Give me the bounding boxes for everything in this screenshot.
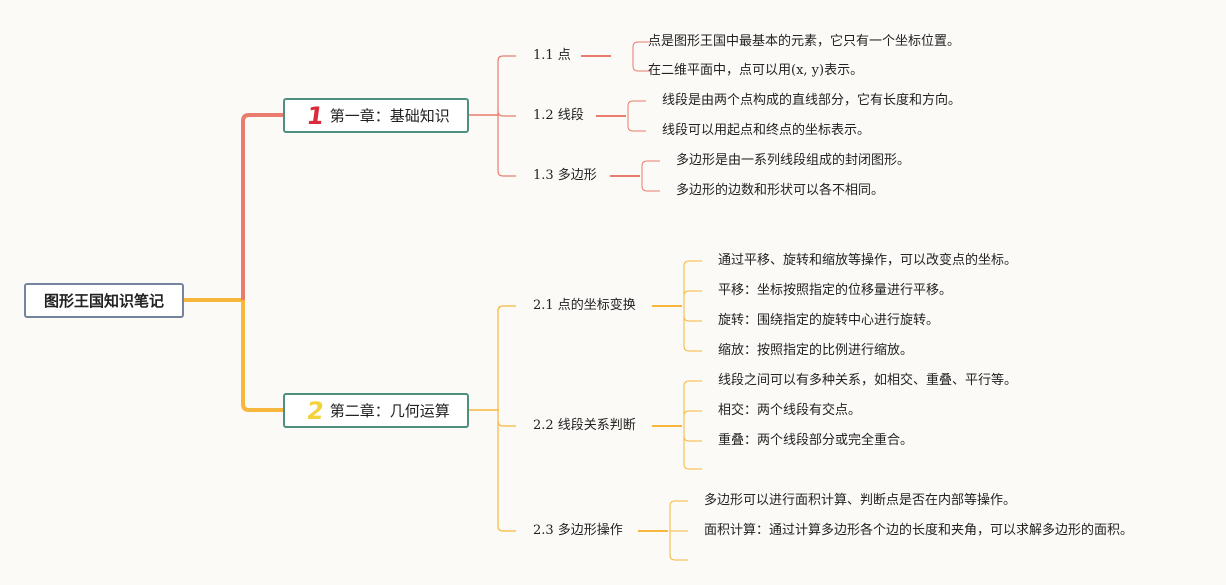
section-label[interactable]: 1.2 线段 [533,108,584,123]
leaf-1-0-3-elbow [683,345,702,352]
chapter-2-node[interactable]: 2 第二章：几何运算 [283,393,469,428]
leaf-note[interactable]: 线段是由两个点构成的直线部分，它有长度和方向。 [662,93,962,108]
chapter-1-number-icon: 1 [305,101,326,130]
leaf-note[interactable]: 多边形可以进行面积计算、判断点是否在内部等操作。 [704,493,1017,508]
leaf-note[interactable]: 多边形是由一系列线段组成的封闭图形。 [676,153,911,168]
chapter-2-number-icon: 2 [305,396,326,425]
section-label[interactable]: 2.3 多边形操作 [533,523,623,538]
section-0-0-elbow [497,55,516,62]
leaf-note[interactable]: 在二维平面中，点可以用(x, y)表示。 [648,63,864,78]
section-label[interactable]: 1.3 多边形 [533,168,597,183]
leaf-note[interactable]: 平移：坐标按照指定的位移量进行平移。 [718,283,953,298]
section-label[interactable]: 2.2 线段关系判断 [533,418,636,433]
leaf-1-0-2-elbow [683,315,702,322]
leaf-1-1-0-elbow [683,380,702,387]
leaf-note[interactable]: 旋转：围绕指定的旋转中心进行旋转。 [718,313,940,328]
leaf-1-0-1-elbow [683,290,702,297]
leaf-note[interactable]: 通过平移、旋转和缩放等操作，可以改变点的坐标。 [718,253,1018,268]
section-label[interactable]: 2.1 点的坐标变换 [533,298,636,313]
leaf-note[interactable]: 多边形的边数和形状可以各不相同。 [676,183,885,198]
trunk-to-chapter-2-line [241,300,283,412]
leaf-1-2-0-elbow [669,500,688,507]
leaf-1-1-2-elbow [683,435,702,442]
trunk-to-chapter-1-line [241,113,283,300]
leaf-1-0-0-elbow [683,260,702,267]
leaf-note[interactable]: 点是图形王国中最基本的元素，它只有一个坐标位置。 [648,34,961,49]
leaf-0-2-1-elbow [641,185,660,192]
leaf-note[interactable]: 线段可以用起点和终点的坐标表示。 [662,123,871,138]
section-1-0-elbow [497,305,516,312]
section-label[interactable]: 1.1 点 [533,48,571,63]
leaf-note[interactable]: 缩放：按照指定的比例进行缩放。 [718,343,914,358]
root-node[interactable]: 图形王国知识笔记 [24,283,184,318]
leaf-0-1-0-elbow [627,100,646,107]
leaf-0-1-1-elbow [627,125,646,132]
leaf-note[interactable]: 面积计算：通过计算多边形各个边的长度和夹角，可以求解多边形的面积。 [704,523,1134,538]
section-1-1-elbow [497,420,516,427]
leaf-1-1-3-elbow [683,463,702,470]
leaf-1-2-2-elbow [669,554,688,561]
section-0-1-elbow [497,110,516,117]
root-title: 图形王国知识笔记 [43,292,164,310]
chapter-1-node[interactable]: 1 第一章：基础知识 [283,98,469,133]
leaf-0-2-0-elbow [641,160,660,167]
leaf-note[interactable]: 线段之间可以有多种关系，如相交、重叠、平行等。 [718,373,1018,388]
leaf-note[interactable]: 重叠：两个线段部分或完全重合。 [718,433,914,448]
leaf-note[interactable]: 相交：两个线段有交点。 [718,403,862,418]
leaf-1-1-1-elbow [683,410,702,417]
section-0-2-elbow [497,170,516,177]
chapter-1-title: 第一章：基础知识 [329,107,450,125]
chapter-2-title: 第二章：几何运算 [329,402,450,420]
section-1-2-elbow [497,525,516,532]
